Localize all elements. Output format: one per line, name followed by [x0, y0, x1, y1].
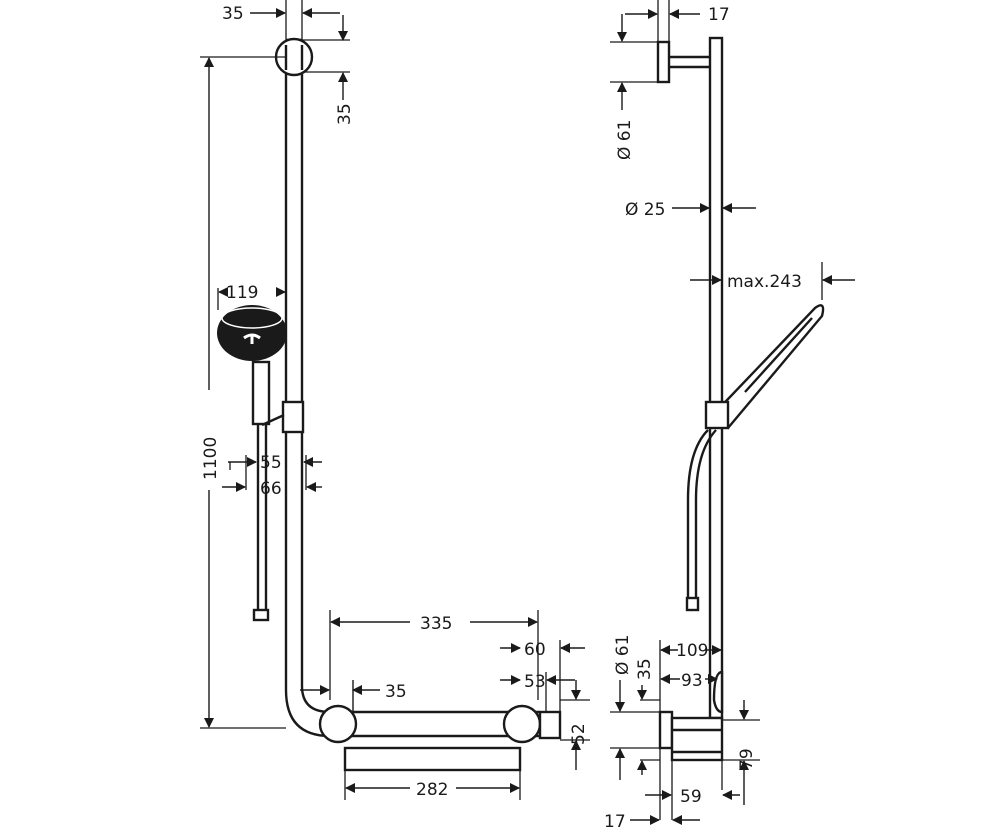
- side-rail: [708, 36, 724, 720]
- end-cap: [538, 710, 562, 740]
- dim-total-height: 1100: [201, 437, 221, 480]
- dim-max-handshower: max.243: [727, 272, 802, 292]
- dim-bottom-mount-35: 35: [635, 658, 655, 680]
- dim-mount-depth-60: 60: [524, 640, 546, 660]
- side-shelf: [670, 716, 724, 762]
- dim-projection-93: 93: [681, 671, 703, 691]
- shelf: [343, 746, 522, 772]
- dim-shelf-width: 282: [416, 780, 448, 800]
- bottom-left-mount: [318, 704, 358, 744]
- dim-bottom-mount-depth: 17: [604, 812, 626, 832]
- dim-mount-offset: 35: [385, 682, 407, 702]
- shower-head: [217, 305, 287, 361]
- dim-height-79: 79: [737, 748, 757, 770]
- dim-shelf-depth-59: 59: [680, 787, 702, 807]
- dim-head-diameter: 119: [226, 283, 258, 303]
- dim-bar-length: 335: [420, 614, 452, 634]
- rail: [284, 38, 540, 738]
- dim-slider-inner: 55: [260, 453, 282, 473]
- hose: [256, 413, 285, 612]
- dim-top-mount-depth: 17: [708, 5, 730, 25]
- side-view: 17 Ø 61 Ø 25 max.243 Ø 61 35 109 93 79 5…: [604, 0, 855, 832]
- bottom-right-mount: [502, 704, 542, 744]
- handle: [251, 360, 271, 426]
- front-view: 35 35 1100 119 55 66 335 35 60 53 52 282: [200, 0, 590, 800]
- dim-projection-109: 109: [676, 641, 708, 661]
- slider: [281, 400, 305, 434]
- dim-mount-height: 52: [569, 723, 589, 745]
- dim-rail-diameter: Ø 25: [625, 200, 665, 220]
- dim-slider-outer: 66: [260, 479, 282, 499]
- dim-mount-depth-53: 53: [524, 672, 546, 692]
- side-bottom-mount: [658, 710, 674, 750]
- side-hose: [686, 429, 717, 600]
- side-top-mount: [656, 40, 671, 84]
- side-slider: [704, 400, 730, 430]
- dim-bottom-mount-diameter: Ø 61: [613, 635, 633, 675]
- dim-top-height: 35: [335, 103, 355, 125]
- dim-top-mount-diameter: Ø 61: [615, 120, 635, 160]
- dim-top-width: 35: [222, 4, 244, 24]
